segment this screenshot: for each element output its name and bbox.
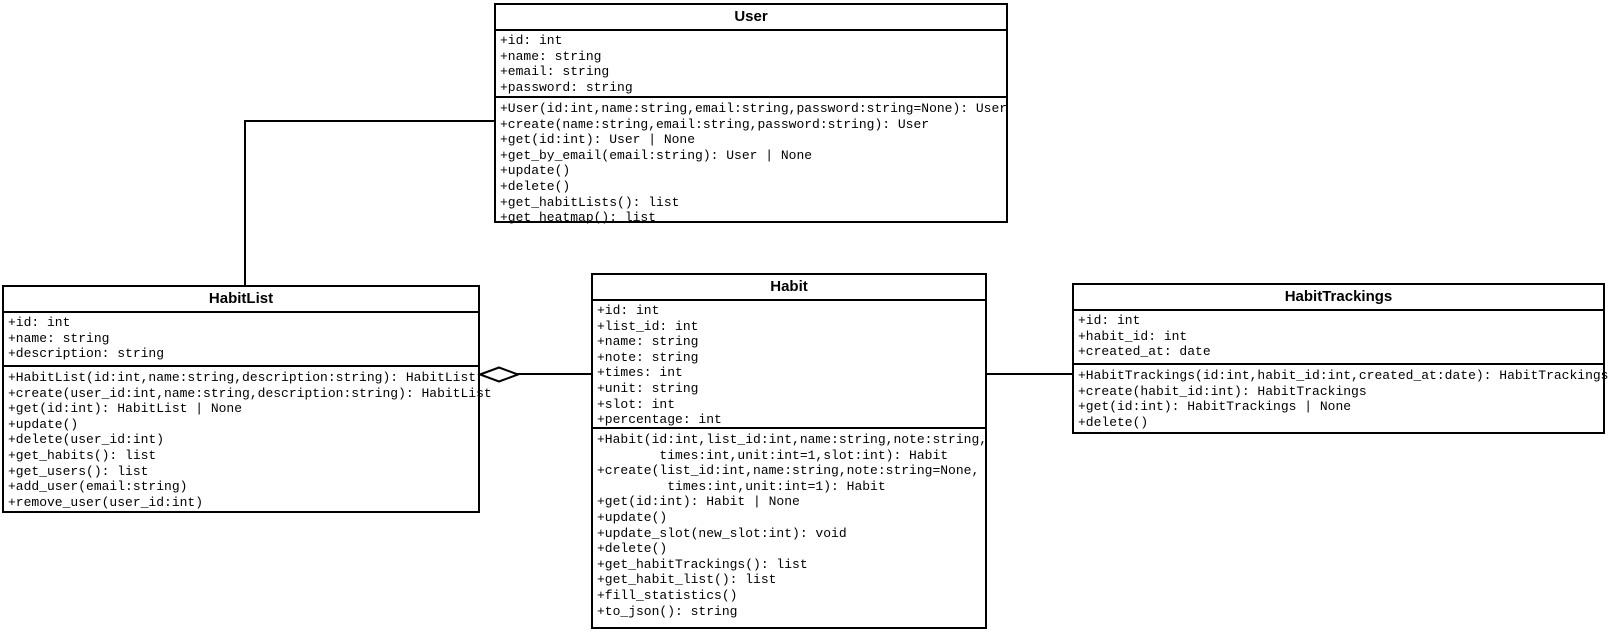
attribute-line: +name: string xyxy=(8,330,110,346)
method-line: +get(id:int): HabitTrackings | None xyxy=(1078,399,1352,415)
class-user-title: User xyxy=(496,5,1006,31)
attribute-line: +created_at: date xyxy=(1078,344,1211,360)
attribute-line: +name: string xyxy=(500,48,602,64)
habitlist-habit-aggregation-line xyxy=(516,373,592,375)
method-line: +get(id:int): HabitList | None xyxy=(8,401,243,417)
class-habittrackings: HabitTrackings +id: int+habit_id: int+cr… xyxy=(1072,283,1609,434)
attribute-line: +times: int xyxy=(597,365,683,381)
attribute-line: +slot: int xyxy=(597,396,676,412)
attribute-line: +id: int xyxy=(1078,313,1141,328)
attribute-line: +id: int xyxy=(597,303,660,318)
method-line: +fill_statistics() xyxy=(597,587,738,603)
method-line: times:int,unit:int=1,slot:int): Habit xyxy=(597,447,949,463)
method-line: +HabitTrackings(id:int,habit_id:int,crea… xyxy=(1078,368,1609,383)
class-habittrackings-attributes: +id: int+habit_id: int+created_at: date xyxy=(1074,311,1603,365)
class-user-attributes: +id: int+name: string+email: string+pass… xyxy=(496,31,1006,98)
class-user: User +id: int+name: string+email: string… xyxy=(494,3,1008,226)
method-line: +update() xyxy=(8,416,79,432)
method-line: +Habit(id:int,list_id:int,name:string,no… xyxy=(597,432,988,447)
class-user-methods: +User(id:int,name:string,email:string,pa… xyxy=(496,98,1008,226)
method-line: +update_slot(new_slot:int): void xyxy=(597,525,847,541)
method-line: +delete() xyxy=(1078,414,1149,430)
class-habit-attributes: +id: int+list_id: int+name: string+note:… xyxy=(593,301,985,429)
class-habit-title: Habit xyxy=(593,275,985,301)
method-line: +create(user_id:int,name:string,descript… xyxy=(8,385,492,401)
method-line: times:int,unit:int=1): Habit xyxy=(597,478,886,494)
class-habitlist: HabitList +id: int+name: string+descript… xyxy=(2,285,492,513)
attribute-line: +password: string xyxy=(500,79,633,95)
habit-habittrackings-association-line xyxy=(986,373,1072,375)
method-line: +to_json(): string xyxy=(597,603,738,619)
attribute-line: +name: string xyxy=(597,334,699,350)
attribute-line: +id: int xyxy=(500,33,563,48)
attribute-line: +description: string xyxy=(8,346,165,362)
method-line: +get(id:int): Habit | None xyxy=(597,494,800,510)
class-habitlist-title: HabitList xyxy=(4,287,478,313)
attribute-line: +unit: string xyxy=(597,380,699,396)
method-line: +get_heatmap(): list xyxy=(500,210,657,226)
attribute-line: +percentage: int xyxy=(597,412,722,428)
class-habit: Habit +id: int+list_id: int+name: string… xyxy=(591,273,987,629)
method-line: +delete() xyxy=(597,541,668,557)
method-line: +delete() xyxy=(500,178,571,194)
user-habitlist-association-line-vertical xyxy=(244,120,246,286)
method-line: +create(name:string,email:string,passwor… xyxy=(500,116,930,132)
class-habitlist-attributes: +id: int+name: string+description: strin… xyxy=(4,313,478,367)
method-line: +get_habit_list(): list xyxy=(597,572,777,588)
method-line: +update() xyxy=(500,163,571,179)
method-line: +get_habitTrackings(): list xyxy=(597,556,808,572)
method-line: +create(habit_id:int): HabitTrackings xyxy=(1078,383,1367,399)
method-line: +get_users(): list xyxy=(8,463,149,479)
method-line: +remove_user(user_id:int) xyxy=(8,494,204,510)
method-line: +get_habitLists(): list xyxy=(500,194,680,210)
method-line: +User(id:int,name:string,email:string,pa… xyxy=(500,101,1008,116)
method-line: +update() xyxy=(597,509,668,525)
attribute-line: +note: string xyxy=(597,349,699,365)
method-line: +get_habits(): list xyxy=(8,447,157,463)
class-habit-methods: +Habit(id:int,list_id:int,name:string,no… xyxy=(593,429,988,627)
aggregation-diamond-icon xyxy=(477,366,521,383)
attribute-line: +email: string xyxy=(500,64,610,80)
method-line: +add_user(email:string) xyxy=(8,479,188,495)
class-habittrackings-title: HabitTrackings xyxy=(1074,285,1603,311)
method-line: +HabitList(id:int,name:string,descriptio… xyxy=(8,370,477,385)
attribute-line: +id: int xyxy=(8,315,71,330)
class-habittrackings-methods: +HabitTrackings(id:int,habit_id:int,crea… xyxy=(1074,365,1609,432)
method-line: +create(list_id:int,name:string,note:str… xyxy=(597,463,980,479)
user-habitlist-association-line-horizontal xyxy=(244,120,495,122)
attribute-line: +list_id: int xyxy=(597,318,699,334)
class-habitlist-methods: +HabitList(id:int,name:string,descriptio… xyxy=(4,367,492,511)
method-line: +get_by_email(email:string): User | None xyxy=(500,147,813,163)
attribute-line: +habit_id: int xyxy=(1078,328,1188,344)
method-line: +get(id:int): User | None xyxy=(500,132,696,148)
method-line: +delete(user_id:int) xyxy=(8,432,165,448)
